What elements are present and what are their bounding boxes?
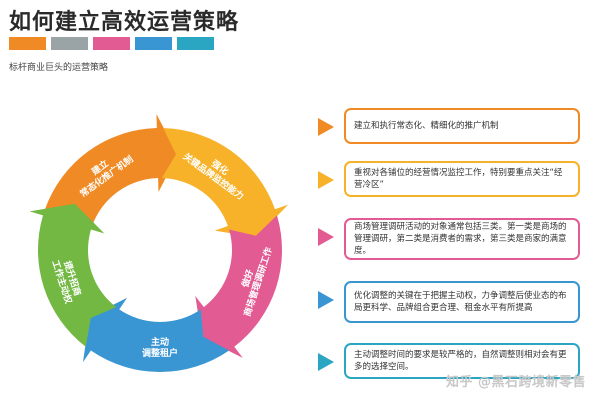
triangle-arrow-icon	[318, 228, 334, 246]
triangle-arrow-icon	[318, 291, 334, 309]
strategy-box-2: 重视对各铺位的经营情况监控工作，特别要重点关注“经营冷区”	[344, 161, 580, 197]
color-swatch	[135, 37, 172, 50]
strategy-text-4: 优化调整的关键在于把握主动权，力争调整后使业态的布局更科学、品牌组合更合理、租金…	[354, 291, 567, 313]
cycle-segment-3	[195, 215, 282, 358]
strategy-item-5: 主动调整时间的要求是较严格的，自然调整则相对会有更多的选择空间。	[318, 343, 588, 381]
strategy-box-5: 主动调整时间的要求是较严格的，自然调整则相对会有更多的选择空间。	[344, 343, 580, 379]
color-swatch	[9, 37, 46, 50]
triangle-arrow-icon	[318, 118, 334, 136]
strategy-text-5: 主动调整时间的要求是较严格的，自然调整则相对会有更多的选择空间。	[354, 350, 567, 372]
cycle-segment-5	[29, 203, 117, 347]
color-swatch	[51, 37, 88, 50]
cycle-diagram: 建立常态化推广机制强化关键品牌监控能力做好商场管理调研工作主动调整租户提升招商工…	[29, 114, 289, 372]
strategy-text-2: 重视对各铺位的经营情况监控工作，特别要重点关注“经营冷区”	[354, 168, 563, 190]
page-subtitle: 标杆商业巨头的运营策略	[9, 63, 109, 73]
strategy-box-4: 优化调整的关键在于把握主动权，力争调整后使业态的布局更科学、品牌组合更合理、租金…	[344, 281, 580, 323]
title-color-bar	[9, 37, 214, 50]
strategy-text-3: 商场管理调研活动的对象通常包括三类。第一类是商场的管理调研，第二类是消费者的需求…	[354, 222, 567, 256]
strategy-item-3: 商场管理调研活动的对象通常包括三类。第一类是商场的管理调研，第二类是消费者的需求…	[318, 218, 588, 260]
cycle-segment-label-4: 主动调整租户	[142, 336, 178, 359]
cycle-segment-1	[44, 114, 178, 226]
watermark: 知乎 @黑石跨境新零售	[445, 375, 586, 390]
page-title: 如何建立高效运营策略	[9, 10, 240, 35]
strategy-item-1: 建立和执行常态化、精细化的推广机制	[318, 108, 588, 146]
strategy-box-1: 建立和执行常态化、精细化的推广机制	[344, 108, 580, 144]
color-swatch	[93, 37, 130, 50]
strategy-text-1: 建立和执行常态化、精细化的推广机制	[354, 121, 499, 131]
color-swatch	[177, 37, 214, 50]
strategy-item-4: 优化调整的关键在于把握主动权，力争调整后使业态的布局更科学、品牌组合更合理、租金…	[318, 281, 588, 323]
cycle-segment-2	[161, 128, 289, 238]
strategy-box-3: 商场管理调研活动的对象通常包括三类。第一类是商场的管理调研，第二类是消费者的需求…	[344, 218, 580, 260]
cycle-segment-4	[82, 297, 230, 372]
triangle-arrow-icon	[318, 171, 334, 189]
strategy-item-2: 重视对各铺位的经营情况监控工作，特别要重点关注“经营冷区”	[318, 161, 588, 199]
triangle-arrow-icon	[318, 353, 334, 371]
